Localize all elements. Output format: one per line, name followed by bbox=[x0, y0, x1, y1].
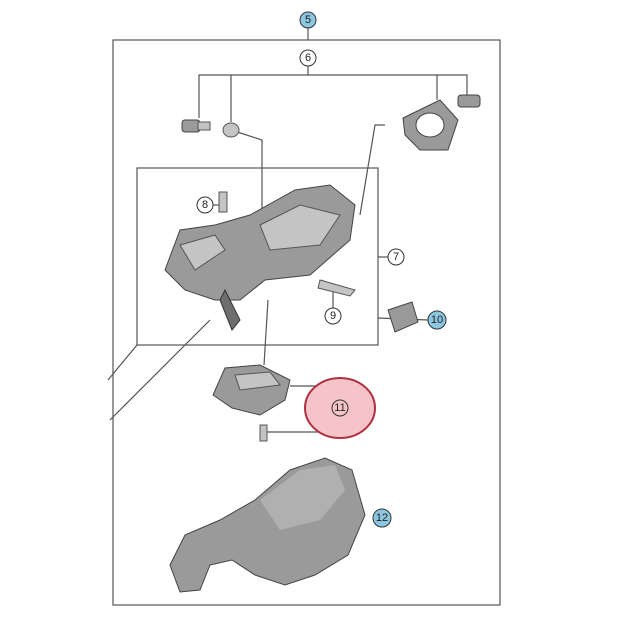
washer-part bbox=[222, 122, 240, 138]
callout-12[interactable]: 12 bbox=[372, 508, 392, 528]
assembly-frame bbox=[112, 39, 501, 606]
callout-label: 10 bbox=[431, 314, 443, 326]
cover-plate-part bbox=[212, 364, 291, 416]
selected-region-highlight bbox=[304, 377, 376, 439]
cap-part bbox=[387, 301, 419, 333]
callout-label: 7 bbox=[393, 251, 399, 263]
bracket-body-part bbox=[164, 184, 356, 331]
callout-9[interactable]: 9 bbox=[324, 307, 342, 325]
hood-cover-part bbox=[169, 457, 366, 593]
clamp-band-part bbox=[402, 94, 481, 151]
callout-7[interactable]: 7 bbox=[387, 248, 405, 266]
callout-label: 8 bbox=[202, 199, 208, 211]
callout-label: 12 bbox=[376, 512, 388, 524]
callout-5[interactable]: 5 bbox=[299, 11, 317, 29]
callout-label: 5 bbox=[305, 14, 311, 26]
callout-10[interactable]: 10 bbox=[427, 310, 447, 330]
callout-8[interactable]: 8 bbox=[196, 196, 214, 214]
small-screw-part bbox=[259, 424, 268, 442]
bolt-part bbox=[181, 119, 211, 133]
callout-label: 6 bbox=[305, 52, 311, 64]
callout-label: 11 bbox=[334, 402, 345, 414]
callout-label: 9 bbox=[330, 310, 336, 322]
screw-part bbox=[218, 191, 228, 213]
callout-6[interactable]: 6 bbox=[299, 49, 317, 67]
callout-11[interactable]: 11 bbox=[331, 399, 349, 417]
